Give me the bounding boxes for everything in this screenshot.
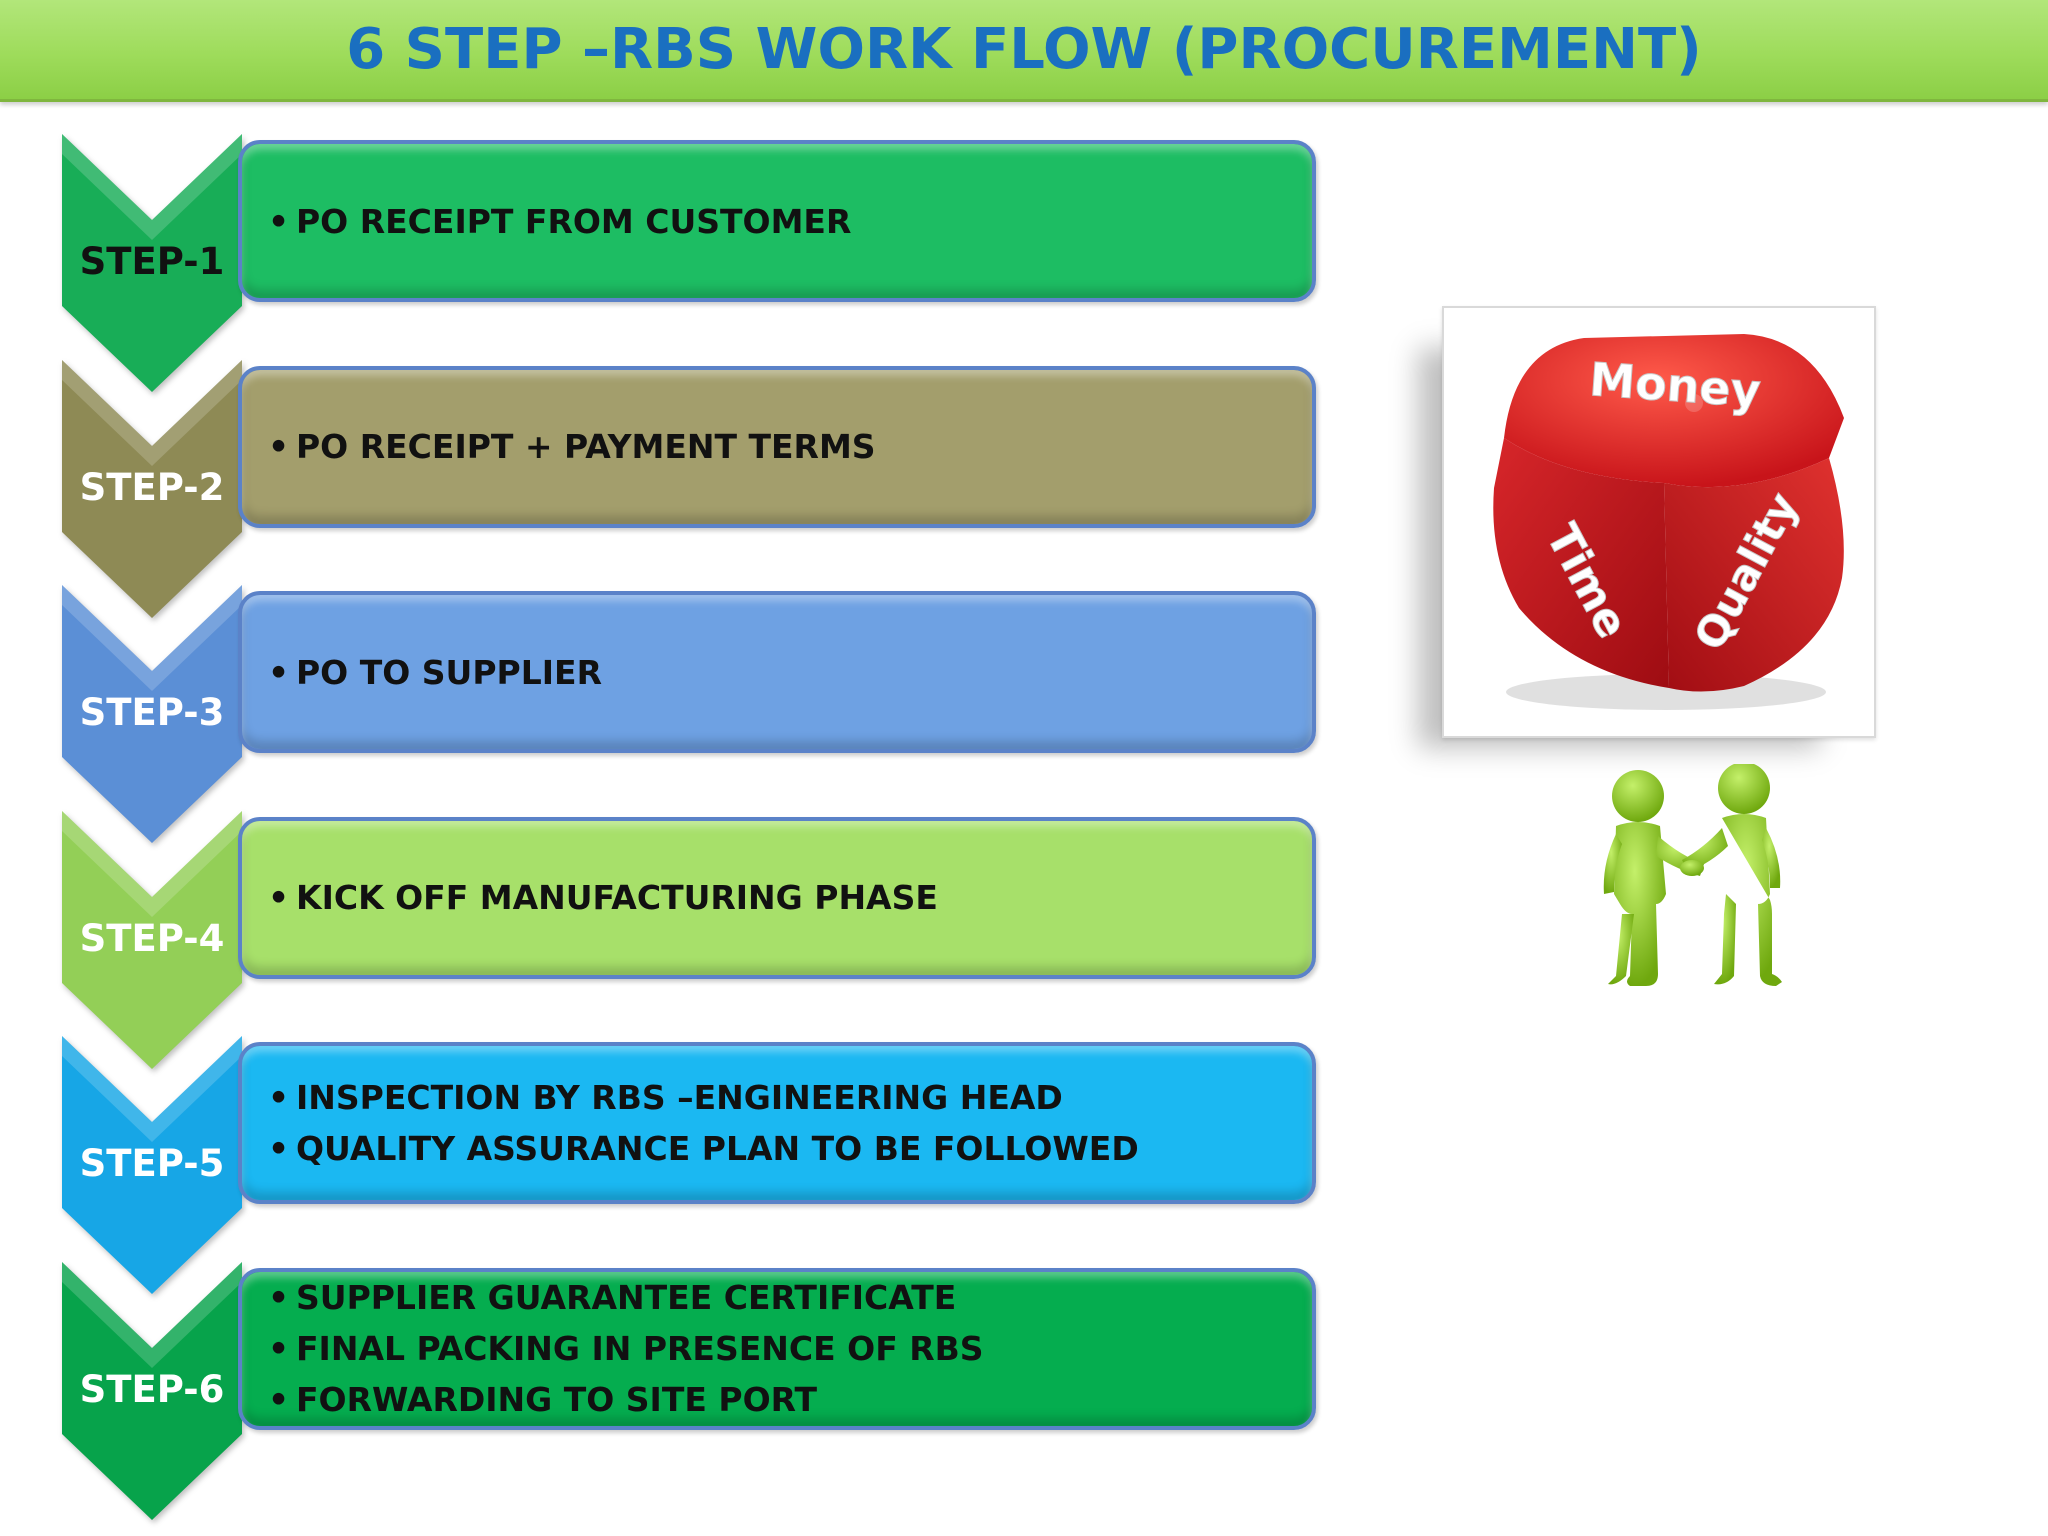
step-box: •SUPPLIER GUARANTEE CERTIFICATE•FINAL PA… bbox=[238, 1267, 1316, 1430]
dice-icon: Money Time Quality bbox=[1493, 334, 1844, 710]
step-bullet-text: FORWARDING TO SITE PORT bbox=[296, 1380, 818, 1419]
step-bullet: •PO RECEIPT FROM CUSTOMER bbox=[268, 196, 1292, 247]
step-bullet-text: PO RECEIPT FROM CUSTOMER bbox=[296, 201, 852, 241]
step-bullet-text: INSPECTION BY RBS –ENGINEERING HEAD bbox=[296, 1078, 1063, 1117]
title-banner: 6 STEP –RBS WORK FLOW (PROCUREMENT) bbox=[0, 0, 2048, 102]
step-label: STEP-4 bbox=[79, 916, 225, 960]
step-bullet: •QUALITY ASSURANCE PLAN TO BE FOLLOWED bbox=[268, 1123, 1292, 1174]
step-box: •PO RECEIPT FROM CUSTOMER bbox=[238, 140, 1316, 302]
step-chevron bbox=[62, 585, 242, 843]
bullet-dot: • bbox=[268, 201, 290, 241]
step-chevron bbox=[62, 1261, 242, 1520]
step-chevron bbox=[62, 359, 242, 618]
step-label: STEP-1 bbox=[79, 240, 225, 283]
bullet-dot: • bbox=[268, 1380, 290, 1419]
bullet-dot: • bbox=[268, 1129, 290, 1168]
dice-right-face bbox=[1664, 458, 1844, 692]
page-title: 6 STEP –RBS WORK FLOW (PROCUREMENT) bbox=[346, 17, 1702, 82]
dice-left-face bbox=[1493, 438, 1669, 688]
step-box: •KICK OFF MANUFACTURING PHASE bbox=[238, 816, 1316, 979]
step-bullet: •SUPPLIER GUARANTEE CERTIFICATE bbox=[268, 1272, 1292, 1323]
step-bullet-text: PO TO SUPPLIER bbox=[296, 652, 602, 692]
step-chevron bbox=[62, 1036, 242, 1294]
step-bullet: •FINAL PACKING IN PRESENCE OF RBS bbox=[268, 1323, 1292, 1374]
step-chevron bbox=[62, 810, 242, 1069]
bullet-dot: • bbox=[268, 1329, 290, 1368]
bullet-dot: • bbox=[268, 427, 290, 466]
step-bullet: •FORWARDING TO SITE PORT bbox=[268, 1374, 1292, 1425]
step-bullet: •PO RECEIPT + PAYMENT TERMS bbox=[268, 421, 1292, 472]
step-box: •PO RECEIPT + PAYMENT TERMS bbox=[238, 365, 1316, 528]
step-bullet-text: SUPPLIER GUARANTEE CERTIFICATE bbox=[296, 1278, 957, 1317]
dice-image: Money Time Quality bbox=[1442, 306, 1876, 738]
step-box: •PO TO SUPPLIER bbox=[238, 591, 1316, 753]
dice-top-face bbox=[1504, 334, 1844, 488]
step-bullet: •INSPECTION BY RBS –ENGINEERING HEAD bbox=[268, 1072, 1292, 1123]
step-bullet-text: KICK OFF MANUFACTURING PHASE bbox=[296, 878, 938, 917]
bullet-dot: • bbox=[268, 878, 290, 917]
step-label: STEP-3 bbox=[79, 691, 225, 734]
step-label: STEP-6 bbox=[79, 1367, 225, 1411]
step-chevron bbox=[62, 134, 242, 392]
bullet-dot: • bbox=[268, 1278, 290, 1317]
step-bullet: •KICK OFF MANUFACTURING PHASE bbox=[268, 872, 1292, 923]
step-bullet-text: FINAL PACKING IN PRESENCE OF RBS bbox=[296, 1329, 984, 1368]
bullet-dot: • bbox=[268, 652, 290, 692]
step-label: STEP-5 bbox=[79, 1142, 225, 1185]
dice-money-text: Money bbox=[1588, 352, 1763, 418]
step-bullet: •PO TO SUPPLIER bbox=[268, 647, 1292, 698]
handshake-icon bbox=[1603, 764, 1782, 986]
step-bullet-text: QUALITY ASSURANCE PLAN TO BE FOLLOWED bbox=[296, 1129, 1139, 1168]
handshake-figures bbox=[1586, 764, 1796, 996]
step-box: •INSPECTION BY RBS –ENGINEERING HEAD•QUA… bbox=[238, 1042, 1316, 1204]
step-bullet-text: PO RECEIPT + PAYMENT TERMS bbox=[296, 427, 876, 466]
bullet-dot: • bbox=[268, 1078, 290, 1117]
step-label: STEP-2 bbox=[79, 465, 225, 509]
